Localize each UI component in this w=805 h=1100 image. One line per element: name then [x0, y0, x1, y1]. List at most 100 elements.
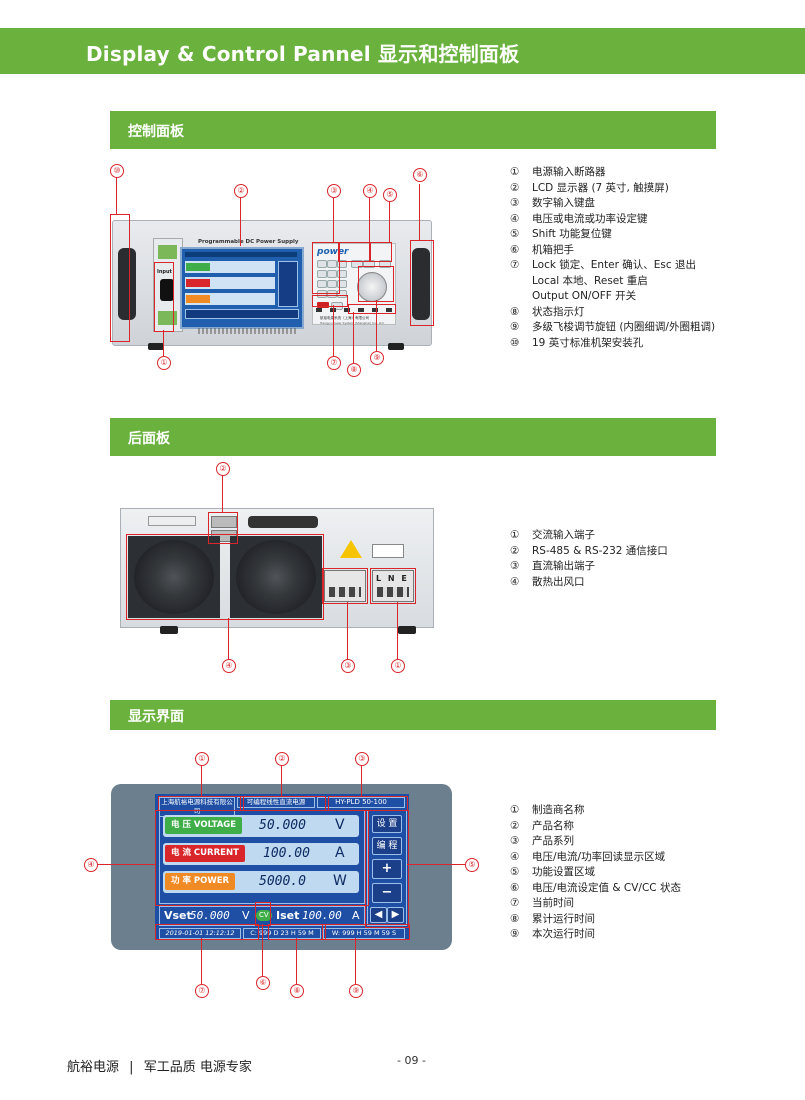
lcd-set-strip [185, 309, 299, 319]
plus-button[interactable]: + [372, 859, 402, 879]
section-title-display: 显示界面 [128, 709, 184, 725]
display-screen[interactable]: 上海航裕电源科技有限公司 可编程线性直流电源 HY-PLD 50-100 电 压… [155, 794, 409, 940]
iset-label: Iset [276, 909, 300, 922]
highlight-rack-ear [110, 214, 130, 342]
program-button[interactable]: 编 程 [372, 837, 402, 855]
highlight-set-keys [338, 242, 370, 262]
list-num: ⑦ [510, 897, 520, 909]
front-foot [148, 343, 164, 350]
key[interactable] [317, 260, 327, 268]
key[interactable] [337, 270, 347, 278]
callout-line [163, 330, 164, 356]
terminal-screws [377, 587, 409, 597]
list-num: ⑧ [510, 305, 520, 318]
rear-vent-slot [148, 516, 196, 526]
list-num: ② [510, 544, 520, 557]
output-key[interactable] [317, 302, 329, 308]
list-num: ① [510, 166, 520, 178]
list-text: Output ON/OFF 开关 [532, 290, 637, 302]
highlight-dc-output [322, 568, 368, 604]
cv-status-badge: CV [256, 910, 272, 921]
highlight-session [322, 924, 410, 940]
brand-logo: power [317, 247, 348, 257]
highlight-product-name [240, 796, 326, 811]
callout-6: ⑥ [256, 976, 270, 990]
section-title-rear: 后面板 [128, 431, 170, 447]
key[interactable] [327, 280, 337, 288]
list-item-cont: Local 本地、Reset 重启 [510, 274, 715, 290]
power-value: 5000.0 [259, 874, 306, 889]
key[interactable] [337, 290, 347, 298]
callout-4: ④ [222, 659, 236, 673]
callout-line [240, 198, 241, 246]
highlight-ac-input [370, 568, 416, 604]
list-text: 状态指示灯 [532, 305, 585, 318]
callout-line [281, 765, 282, 796]
list-text: 交流输入端子 [532, 529, 595, 541]
lcd-header-strip [185, 252, 297, 257]
callout-2: ② [216, 462, 230, 476]
highlight-cumulative [268, 924, 326, 940]
right-arrow-button[interactable]: ▶ [387, 907, 404, 923]
ac-input-terminal[interactable]: L N E [372, 570, 414, 602]
callout-line [376, 300, 377, 352]
list-text: 机箱把手 [532, 243, 574, 256]
callout-line [116, 172, 117, 214]
callout-line [369, 198, 370, 242]
function-area: 设 置 编 程 + − ◀ ▶ [367, 810, 407, 926]
right-handle [412, 248, 430, 320]
key[interactable] [337, 280, 347, 288]
key[interactable] [337, 260, 347, 268]
settings-button[interactable]: 设 置 [372, 815, 402, 833]
key[interactable] [327, 290, 337, 298]
section-header-display: 显示界面 [110, 700, 716, 730]
list-num: ⑥ [510, 881, 520, 894]
list-num: ⑨ [510, 321, 520, 333]
key[interactable] [317, 270, 327, 278]
list-text: 数字输入键盘 [532, 197, 595, 209]
iset-value: 100.00 [302, 909, 342, 922]
list-num: ③ [510, 197, 520, 209]
callout-7: ⑦ [195, 984, 209, 998]
shift-key[interactable] [379, 260, 391, 268]
callout-1: ① [391, 659, 405, 673]
cooling-fan [134, 540, 214, 614]
key[interactable] [317, 290, 327, 298]
highlight-fans [126, 534, 324, 620]
callout-line [262, 924, 263, 976]
key[interactable] [317, 280, 327, 288]
callout-3: ③ [341, 659, 355, 673]
minus-button[interactable]: − [372, 883, 402, 903]
key[interactable] [327, 260, 337, 268]
key[interactable] [327, 270, 337, 278]
front-lcd[interactable] [180, 247, 304, 329]
set-key[interactable] [351, 260, 363, 268]
callout-4: ④ [84, 858, 98, 872]
footer-brand: 航裕电源 [67, 1060, 120, 1075]
rotary-knob[interactable] [357, 272, 387, 302]
vset-value: 50.000 [190, 909, 230, 922]
dc-output-terminal[interactable] [324, 570, 366, 602]
callout-line [97, 864, 155, 865]
callout-line [419, 184, 420, 240]
list-item: ③ 数字输入键盘 [510, 196, 715, 212]
callout-2: ② [275, 752, 289, 766]
callout-3: ③ [355, 752, 369, 766]
list-text: 产品系列 [532, 835, 574, 847]
callout-line [228, 618, 229, 660]
callout-5: ⑤ [465, 858, 479, 872]
breaker-switch[interactable] [160, 279, 174, 301]
db9-port[interactable] [211, 516, 237, 528]
left-arrow-button[interactable]: ◀ [370, 907, 387, 923]
list-num: ② [510, 819, 520, 832]
